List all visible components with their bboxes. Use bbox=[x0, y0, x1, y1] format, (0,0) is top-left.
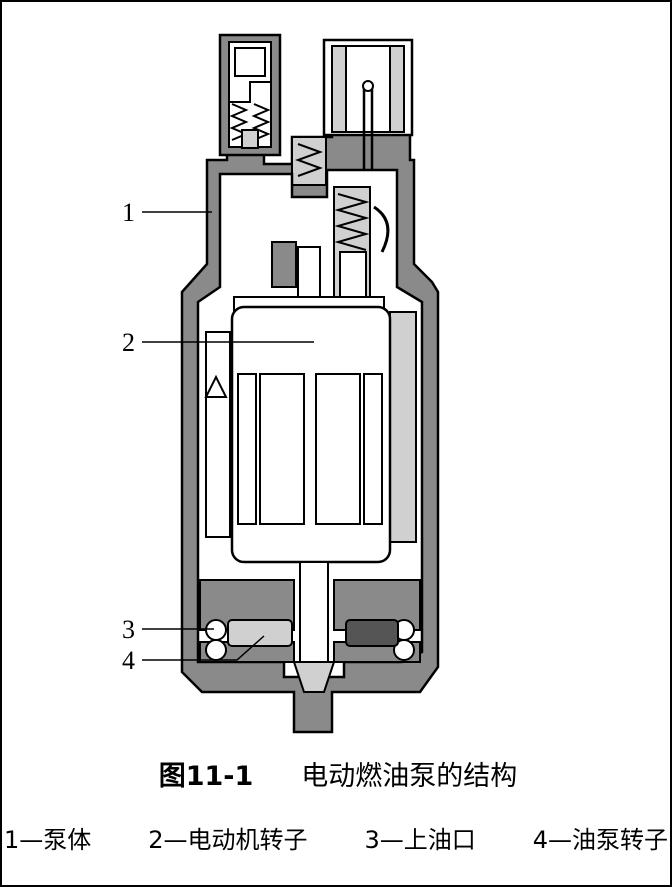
figure-caption: 图11-1 电动燃油泵的结构 bbox=[2, 754, 670, 793]
leader-line-4 bbox=[142, 635, 265, 661]
legend-item: 4—油泵转子 bbox=[532, 826, 668, 854]
figure-number: 图11-1 bbox=[158, 761, 254, 792]
label-3: 3 bbox=[122, 615, 135, 644]
brush-spring bbox=[334, 193, 370, 251]
label-1: 1 bbox=[122, 198, 135, 227]
fuel-pump-diagram: 1 2 3 4 bbox=[122, 33, 440, 734]
legend-item: 1—泵体 bbox=[4, 826, 92, 854]
label-2: 2 bbox=[122, 328, 135, 357]
parts-legend: 1—泵体 2—电动机转子 3—上油口 4—油泵转子 bbox=[2, 820, 670, 855]
inlet-port-lower bbox=[205, 639, 227, 661]
magnet-right bbox=[389, 311, 417, 543]
legend-item: 3—上油口 bbox=[364, 826, 476, 854]
legend-item: 2—电动机转子 bbox=[148, 826, 308, 854]
pump-rotor-left bbox=[227, 619, 293, 647]
label-4: 4 bbox=[122, 646, 135, 675]
inlet-port-upper bbox=[205, 619, 227, 641]
pump-rotor-right bbox=[345, 619, 399, 647]
figure-title: 电动燃油泵的结构 bbox=[301, 761, 518, 792]
motor-shaft bbox=[299, 561, 329, 673]
magnet-left bbox=[205, 331, 231, 538]
